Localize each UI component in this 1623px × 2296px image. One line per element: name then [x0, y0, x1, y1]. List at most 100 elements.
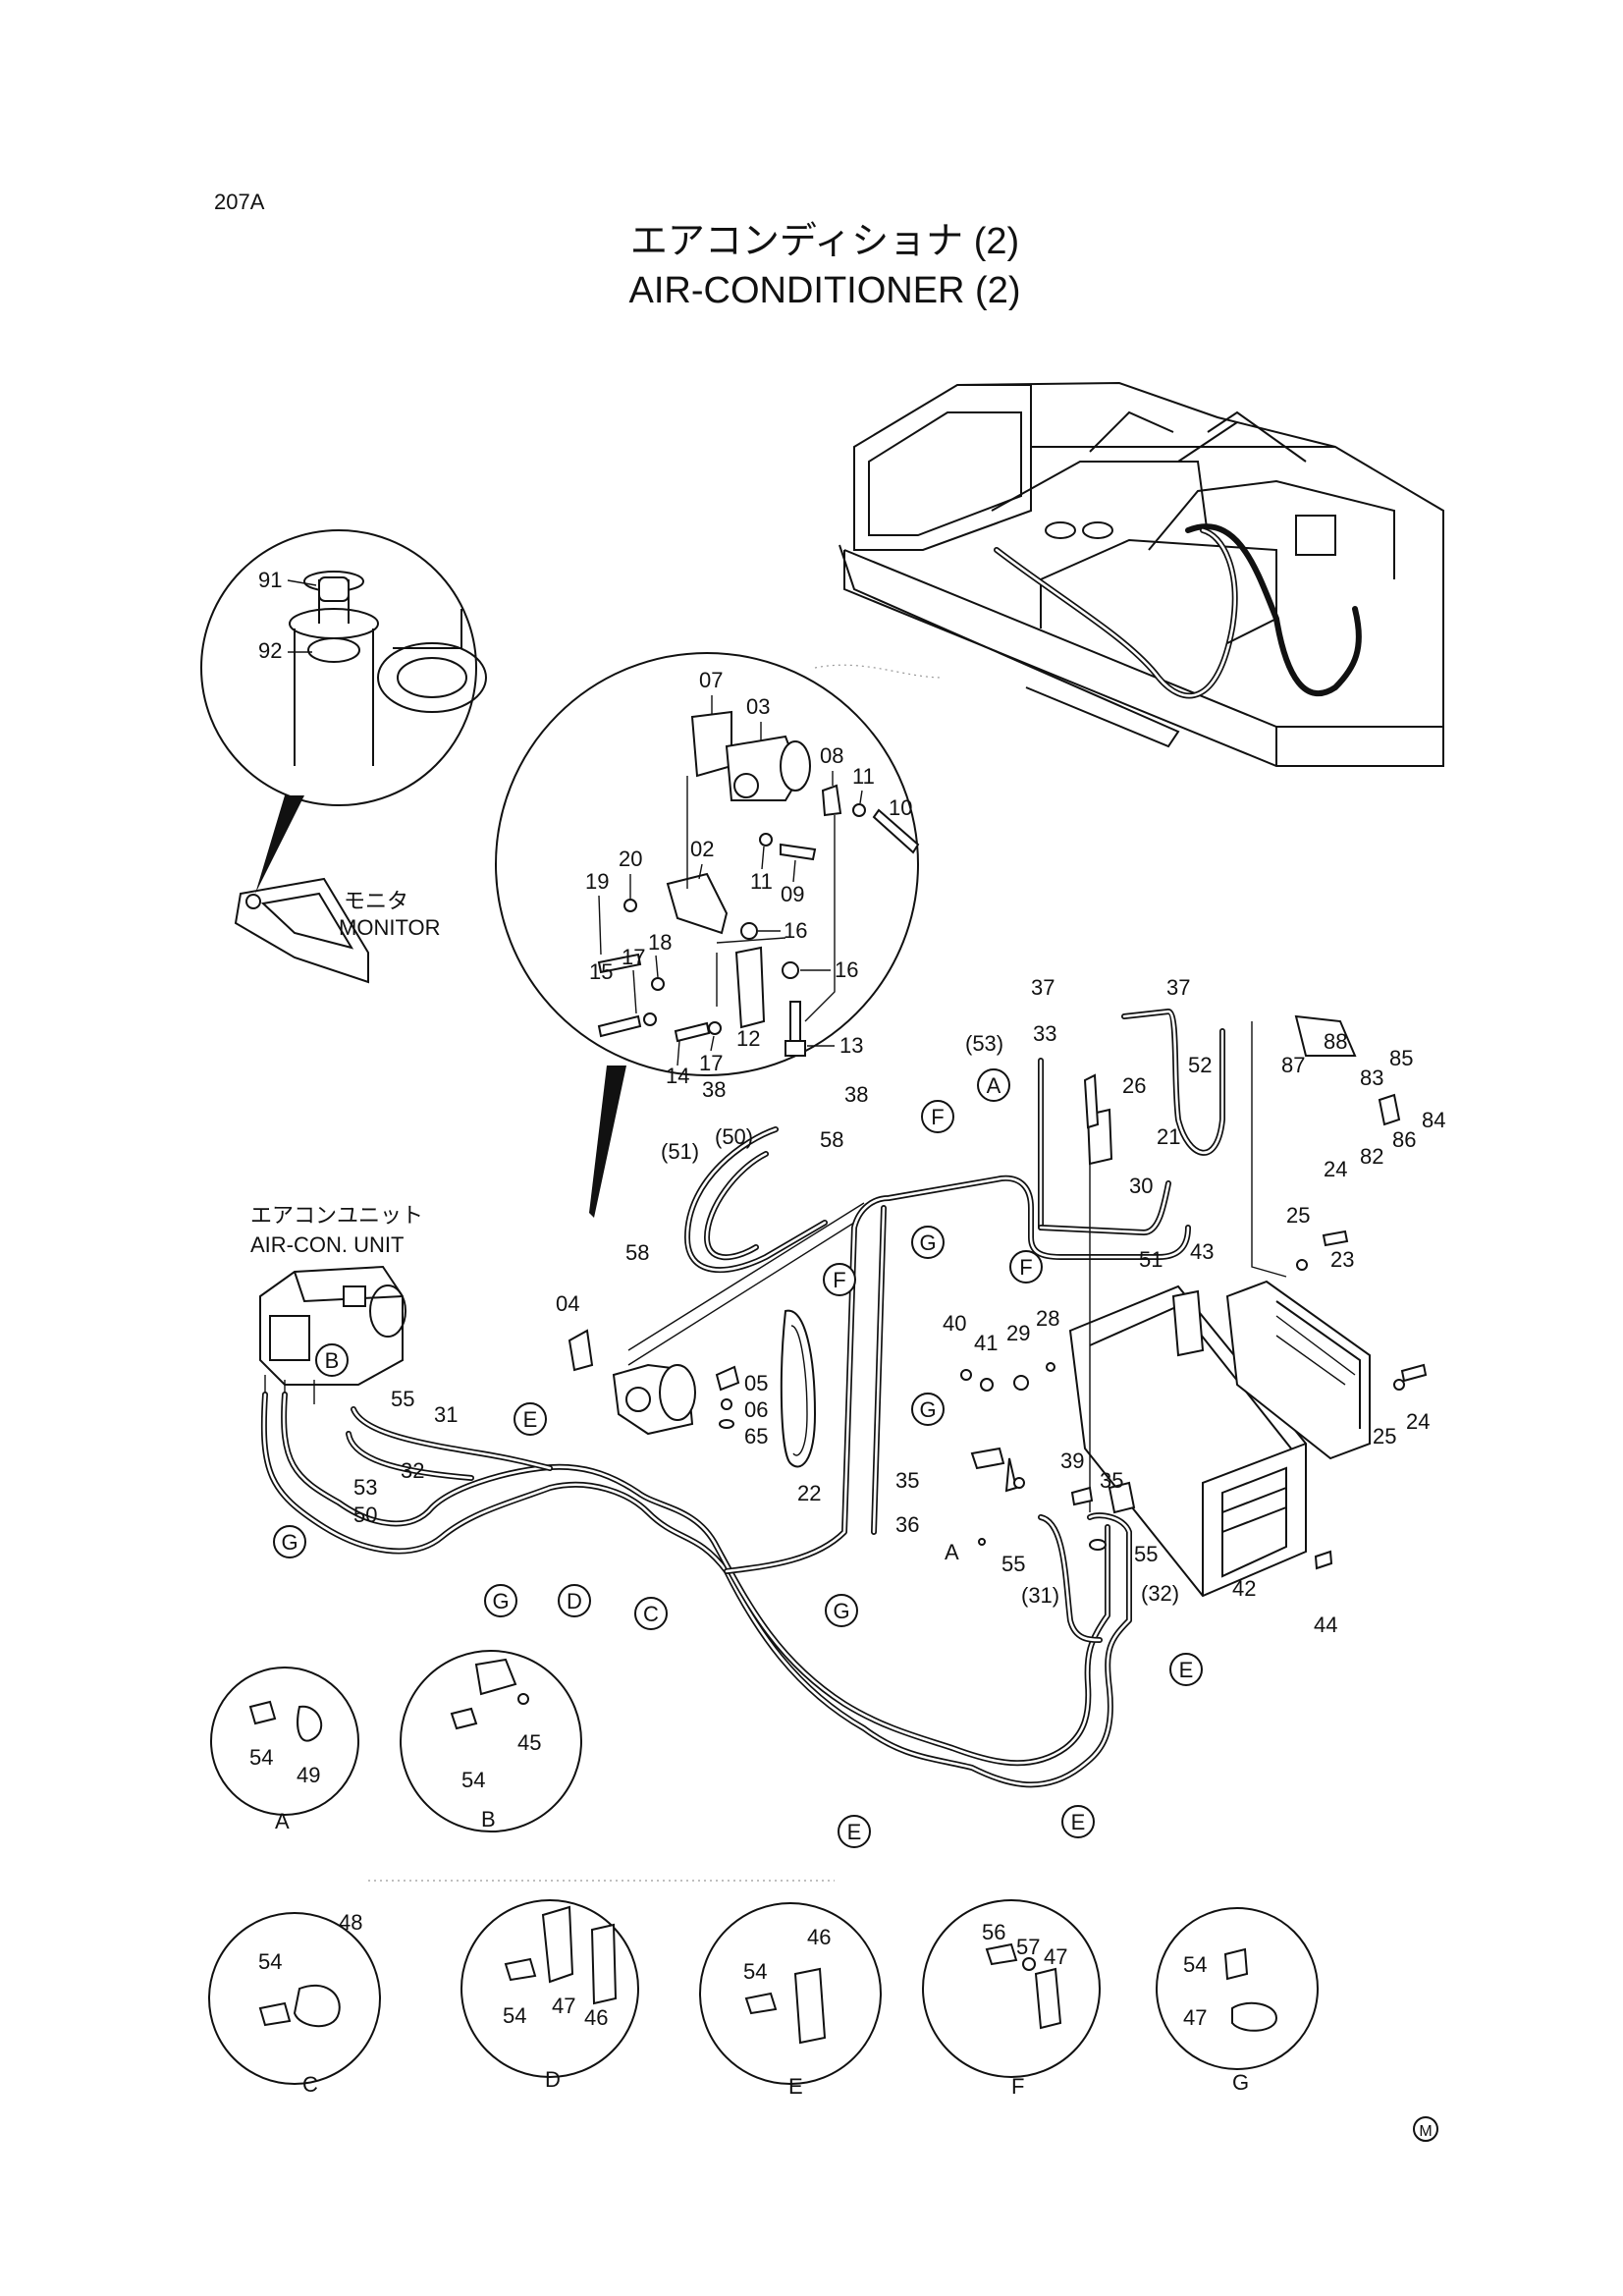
label-83: 83	[1360, 1066, 1383, 1090]
detail-f-label-47: 47	[1044, 1944, 1067, 1969]
label-24a: 24	[1324, 1157, 1347, 1181]
label-43: 43	[1190, 1239, 1214, 1264]
label-06: 06	[744, 1397, 768, 1422]
label-32-paren: (32)	[1141, 1581, 1179, 1606]
callout-g-4[interactable]: G	[484, 1584, 517, 1617]
callout-e-3[interactable]: E	[838, 1815, 871, 1848]
callout-d[interactable]: D	[558, 1584, 591, 1617]
plug-91-icon	[318, 576, 350, 602]
detail-view-f: 56 57 47 F	[922, 1899, 1101, 2099]
callout-e-2[interactable]: E	[1169, 1653, 1203, 1686]
machine-overview	[839, 381, 1444, 767]
label-55a: 55	[391, 1387, 414, 1411]
label-16b: 16	[835, 957, 858, 982]
label-92: 92	[258, 638, 282, 663]
svg-text:F: F	[833, 1268, 845, 1292]
detail-g-letter: G	[1232, 2070, 1249, 2095]
label-37b: 37	[1166, 975, 1190, 1000]
label-11b: 11	[750, 869, 773, 894]
label-16a: 16	[784, 918, 807, 943]
label-14: 14	[666, 1064, 689, 1088]
label-25b: 25	[1373, 1424, 1396, 1449]
label-23: 23	[1330, 1247, 1354, 1272]
monitor-component: モニタ MONITOR	[234, 877, 440, 984]
refrigerant-hoses	[260, 1009, 1225, 1882]
part-number-labels: 04 05 06 65 22 55 31 32 53 50 38 38 (50)…	[353, 975, 1445, 1637]
label-37a: 37	[1031, 975, 1055, 1000]
label-91: 91	[258, 568, 282, 592]
svg-text:B: B	[325, 1348, 340, 1373]
label-44: 44	[1314, 1613, 1337, 1637]
label-26: 26	[1122, 1073, 1146, 1098]
grommet-92-icon	[307, 637, 360, 663]
label-58b: 58	[625, 1240, 649, 1265]
label-17a: 17	[622, 945, 645, 969]
detail-c-label-48: 48	[339, 1910, 362, 1935]
detail-f-label-57: 57	[1016, 1935, 1040, 1959]
callout-g-3[interactable]: G	[273, 1525, 306, 1558]
detail-d-label-54: 54	[503, 2003, 526, 2028]
label-65: 65	[744, 1424, 768, 1449]
callout-b[interactable]: B	[315, 1343, 349, 1377]
detail-a-letter: A	[275, 1809, 290, 1833]
aircon-unit-label-en: AIR-CON. UNIT	[250, 1232, 404, 1257]
main-compressor-area	[568, 1202, 865, 1468]
callout-g-1[interactable]: G	[911, 1226, 945, 1259]
page-code: 207A	[214, 190, 265, 214]
detail-f-label-56: 56	[982, 1920, 1005, 1944]
callout-e-4[interactable]: E	[1061, 1805, 1095, 1838]
label-25a: 25	[1286, 1203, 1310, 1228]
label-04: 04	[556, 1291, 579, 1316]
callout-f-1[interactable]: F	[921, 1100, 954, 1133]
detail-d-label-46: 46	[584, 2005, 608, 2030]
detail-e-label-54: 54	[743, 1959, 767, 1984]
svg-text:G: G	[492, 1589, 509, 1613]
label-31-paren: (31)	[1021, 1583, 1059, 1608]
label-53: 53	[353, 1475, 377, 1500]
label-08: 08	[820, 743, 843, 768]
svg-text:E: E	[523, 1407, 538, 1432]
detail-b-label-45: 45	[517, 1730, 541, 1755]
detail-view-a: 54 49 A	[210, 1667, 359, 1833]
label-87: 87	[1281, 1053, 1305, 1077]
detail-d-letter: D	[545, 2067, 561, 2092]
callout-f-2[interactable]: F	[823, 1263, 856, 1296]
label-11a: 11	[852, 764, 875, 789]
svg-text:G: G	[919, 1230, 936, 1255]
svg-text:G: G	[919, 1397, 936, 1422]
label-50-paren: (50)	[715, 1124, 753, 1149]
label-19: 19	[585, 869, 609, 894]
svg-text:C: C	[643, 1602, 659, 1626]
callout-c[interactable]: C	[634, 1597, 668, 1630]
bracket-12-icon	[734, 946, 766, 1029]
label-82: 82	[1360, 1144, 1383, 1169]
label-30: 30	[1129, 1174, 1153, 1198]
label-86: 86	[1392, 1127, 1416, 1152]
callout-a[interactable]: A	[977, 1068, 1010, 1102]
detail-a-label-49: 49	[297, 1763, 320, 1787]
detail-a-label-54: 54	[249, 1745, 273, 1770]
callout-g-2[interactable]: G	[911, 1393, 945, 1426]
label-02: 02	[690, 837, 714, 861]
label-85: 85	[1389, 1046, 1413, 1070]
callout-f-3[interactable]: F	[1009, 1250, 1043, 1284]
detail-view-d: 54 47 46 D	[460, 1899, 639, 2092]
m-mark: M	[1413, 2116, 1438, 2142]
callout-e-1[interactable]: E	[514, 1402, 547, 1436]
label-22: 22	[797, 1481, 821, 1505]
callout-g-5[interactable]: G	[825, 1594, 858, 1627]
detail-view-g: 54 47 G	[1156, 1907, 1319, 2095]
monitor-detail-view: 91 92	[200, 529, 487, 894]
svg-text:A: A	[987, 1073, 1001, 1098]
title-english: AIR-CONDITIONER (2)	[629, 270, 1021, 311]
label-24b: 24	[1406, 1409, 1430, 1434]
label-41: 41	[974, 1331, 998, 1355]
svg-text:E: E	[1179, 1658, 1194, 1682]
label-40: 40	[943, 1311, 966, 1336]
bolt-10-icon	[872, 808, 920, 854]
label-88: 88	[1324, 1029, 1347, 1054]
label-12: 12	[736, 1026, 760, 1051]
svg-text:M: M	[1419, 2123, 1432, 2140]
svg-text:G: G	[281, 1530, 298, 1555]
